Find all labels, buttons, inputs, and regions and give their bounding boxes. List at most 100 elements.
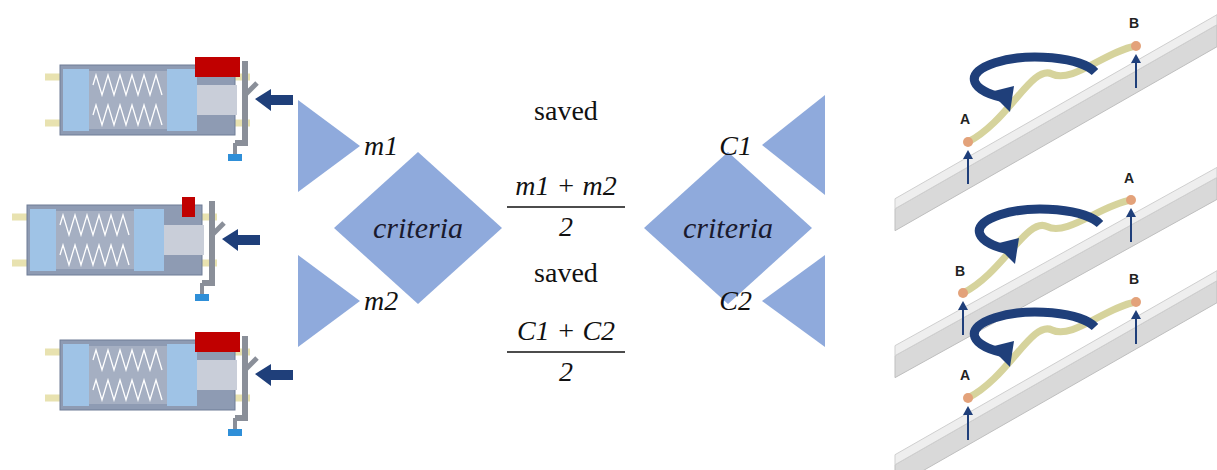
spring-coil [93,75,162,95]
illustration-part [990,341,1014,367]
decision-diamond: criteria [334,152,502,304]
illustration-part [233,418,237,430]
illustration-part [895,15,1217,209]
illustration-part [202,201,212,283]
illustration-part [963,150,973,159]
support-arrow [1135,316,1137,344]
illustration-part [245,358,257,370]
beam [895,167,1217,377]
point-label: A [960,368,970,383]
node-label: criteria [373,211,463,245]
support-arrow [967,156,969,184]
illustration-part [958,301,968,310]
node-label: criteria [683,211,773,245]
point-label: B [1129,16,1139,31]
illustration-part [167,344,197,406]
illustration-part [963,406,973,415]
foot [228,429,242,436]
illustration-part [235,61,245,143]
formula-text: 2 [559,357,573,388]
illustration-part [89,346,167,404]
push-arrow [255,364,293,386]
decision-diamond: criteria [644,152,812,304]
pointer-triangle [298,255,360,347]
illustration-part [63,69,89,131]
illustration-part [56,211,134,269]
illustration-part [895,271,1217,465]
symbol-label: C1 [719,131,752,162]
support-arrow [967,412,969,440]
support-arrow [962,307,964,335]
illustration-part [1131,54,1141,63]
support-arrow [1130,214,1132,242]
push-arrow [222,229,260,251]
illustration-part [30,209,56,271]
spring-coil [60,245,129,265]
illustration-part [245,83,257,95]
formula-text: C1 + C2 [517,316,615,347]
red-block [195,332,240,352]
formula-text: m1 + m2 [515,171,616,202]
point-label: B [1129,272,1139,287]
illustration-part [197,85,237,115]
illustration-part [995,238,1019,264]
rod [968,302,1136,398]
end-point [1131,297,1141,307]
symbol-label: C2 [719,286,752,317]
symbol-label: m1 [364,131,398,162]
illustration-part [233,143,237,155]
spring-coil [93,380,162,400]
end-point [1126,195,1136,205]
pointer-triangle [298,100,360,192]
point-label: A [1124,171,1134,186]
illustration-part [89,71,167,129]
illustration-part [1126,208,1136,217]
illustration-part [1131,310,1141,319]
ground-strip [895,177,1217,377]
red-block [182,197,195,217]
red-block [195,57,240,77]
illustration-part [990,86,1014,112]
diamond-fill [334,152,502,304]
pointer-triangle [762,255,825,347]
diamond-fill [644,152,812,304]
fraction-bar [507,206,625,208]
illustration-part [164,225,204,255]
node-text-group: criteria [373,211,463,245]
spring-device [45,332,293,436]
illustration-part [212,223,224,235]
end-point [963,137,973,147]
fraction-bar [507,351,625,353]
end-point [1131,41,1141,51]
illustration-part [63,344,89,406]
support-arrow [1135,60,1137,88]
illustration-part [235,336,245,418]
symbol-label: m2 [364,286,398,317]
spring-coil [93,105,162,125]
spring-coil [93,350,162,370]
illustration-part [134,209,164,271]
formula-text: saved [534,96,598,127]
spring-device [12,197,260,301]
foot [195,294,209,301]
pointer-triangle [762,95,825,195]
end-point [963,393,973,403]
illustration-part [197,360,237,390]
point-label: A [960,112,970,127]
node-text-group: criteria [683,211,773,245]
ground-strip [895,281,1217,470]
illustration-part [200,283,204,295]
illustration-part [167,69,197,131]
end-point [958,288,968,298]
rod [968,46,1136,142]
spring-device [45,57,293,161]
formula-text: 2 [559,212,573,243]
formula-text: saved [534,258,598,289]
rod [963,200,1131,293]
spring-coil [60,215,129,235]
foot [228,154,242,161]
push-arrow [255,89,293,111]
point-label: B [955,264,965,279]
beam [895,271,1217,470]
